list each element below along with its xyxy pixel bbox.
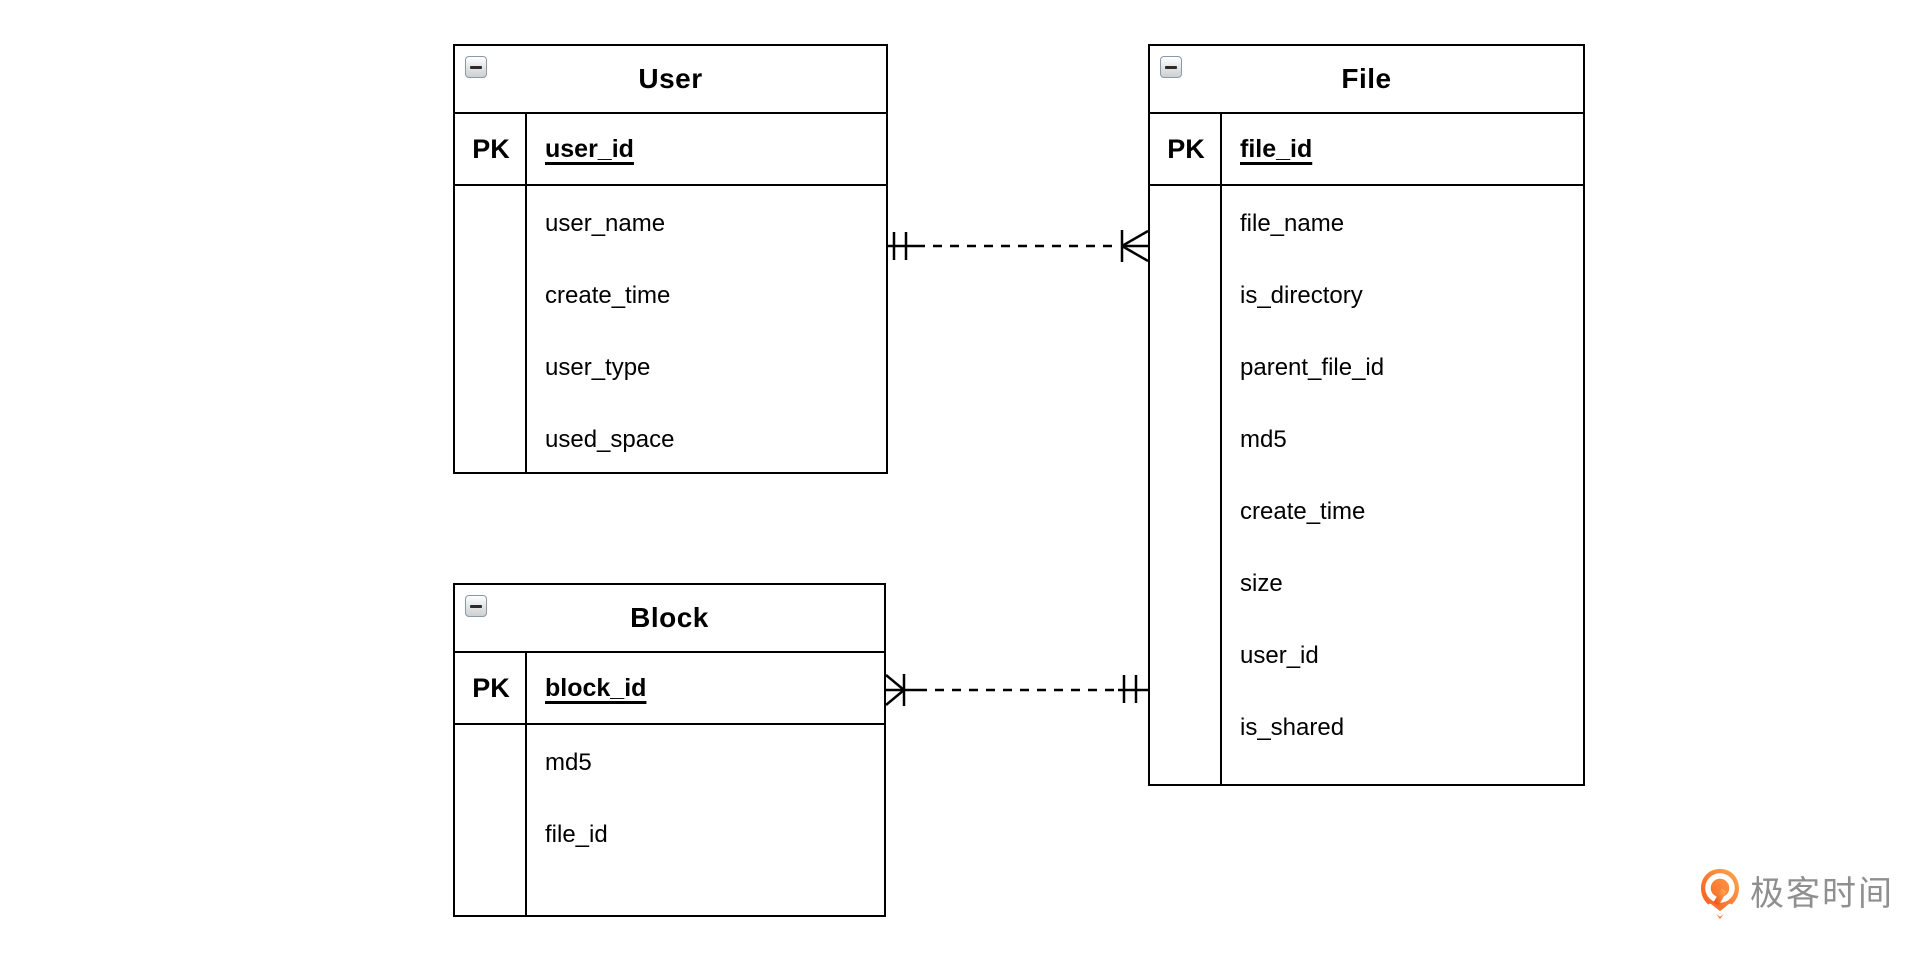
entity-user[interactable]: User PK user_id user_name create_time us… <box>453 44 888 474</box>
pk-column-divider <box>525 114 527 472</box>
field-row: used_space <box>545 426 675 453</box>
field-row: md5 <box>545 749 592 776</box>
pk-field-name: block_id <box>545 673 647 702</box>
field-row: is_shared <box>1240 714 1345 741</box>
entity-file-header: File <box>1150 46 1583 114</box>
geektime-logo-text: 极客时间 <box>1750 875 1894 913</box>
relationship-user-file <box>888 229 1149 263</box>
collapse-icon[interactable] <box>1160 56 1182 78</box>
field-row: user_name <box>545 210 666 237</box>
collapse-icon[interactable] <box>465 56 487 78</box>
minus-icon <box>1165 65 1177 69</box>
collapse-icon[interactable] <box>465 595 487 617</box>
field-row: md5 <box>1240 426 1287 453</box>
field-row: user_type <box>545 354 651 381</box>
entity-file[interactable]: File PK file_id file_name is_directory p… <box>1148 44 1585 786</box>
cardinality-one-or-many-symbol <box>885 674 906 706</box>
pk-column-divider <box>1220 114 1222 784</box>
minus-icon <box>470 65 482 69</box>
pk-row: PK block_id <box>455 653 884 725</box>
field-row: is_directory <box>1240 282 1363 309</box>
cardinality-one-or-many-symbol <box>1120 229 1149 263</box>
minus-icon <box>470 604 482 608</box>
field-row: create_time <box>1240 498 1366 525</box>
entity-field-list: user_name create_time user_type used_spa… <box>455 186 886 472</box>
entity-block[interactable]: Block PK block_id md5 file_id <box>453 583 886 917</box>
entity-title: User <box>638 63 703 94</box>
relationship-block-file <box>885 674 1148 706</box>
entity-title: Block <box>630 602 709 633</box>
pk-row: PK file_id <box>1150 114 1583 186</box>
entity-field-list: md5 file_id <box>455 725 884 871</box>
cardinality-exactly-one-symbol <box>1122 675 1138 703</box>
geektime-watermark: 极客时间 <box>1700 868 1894 920</box>
entity-block-header: Block <box>455 585 884 653</box>
pk-field-name: file_id <box>1240 134 1313 163</box>
field-row: create_time <box>545 282 671 309</box>
field-row: size <box>1240 570 1283 597</box>
pk-label: PK <box>472 672 510 703</box>
pk-row: PK user_id <box>455 114 886 186</box>
pk-label: PK <box>1167 133 1205 164</box>
field-row: file_id <box>545 821 608 848</box>
entity-field-list: file_name is_directory parent_file_id md… <box>1150 186 1583 764</box>
entity-user-header: User <box>455 46 886 114</box>
field-row: file_name <box>1240 210 1345 237</box>
pk-field-name: user_id <box>545 134 634 163</box>
entity-title: File <box>1341 63 1392 94</box>
field-row: user_id <box>1240 642 1319 669</box>
field-row: parent_file_id <box>1240 354 1385 381</box>
cardinality-exactly-one-symbol <box>892 232 908 260</box>
pk-label: PK <box>472 133 510 164</box>
geektime-logo-icon <box>1701 869 1739 919</box>
pk-column-divider <box>525 653 527 915</box>
